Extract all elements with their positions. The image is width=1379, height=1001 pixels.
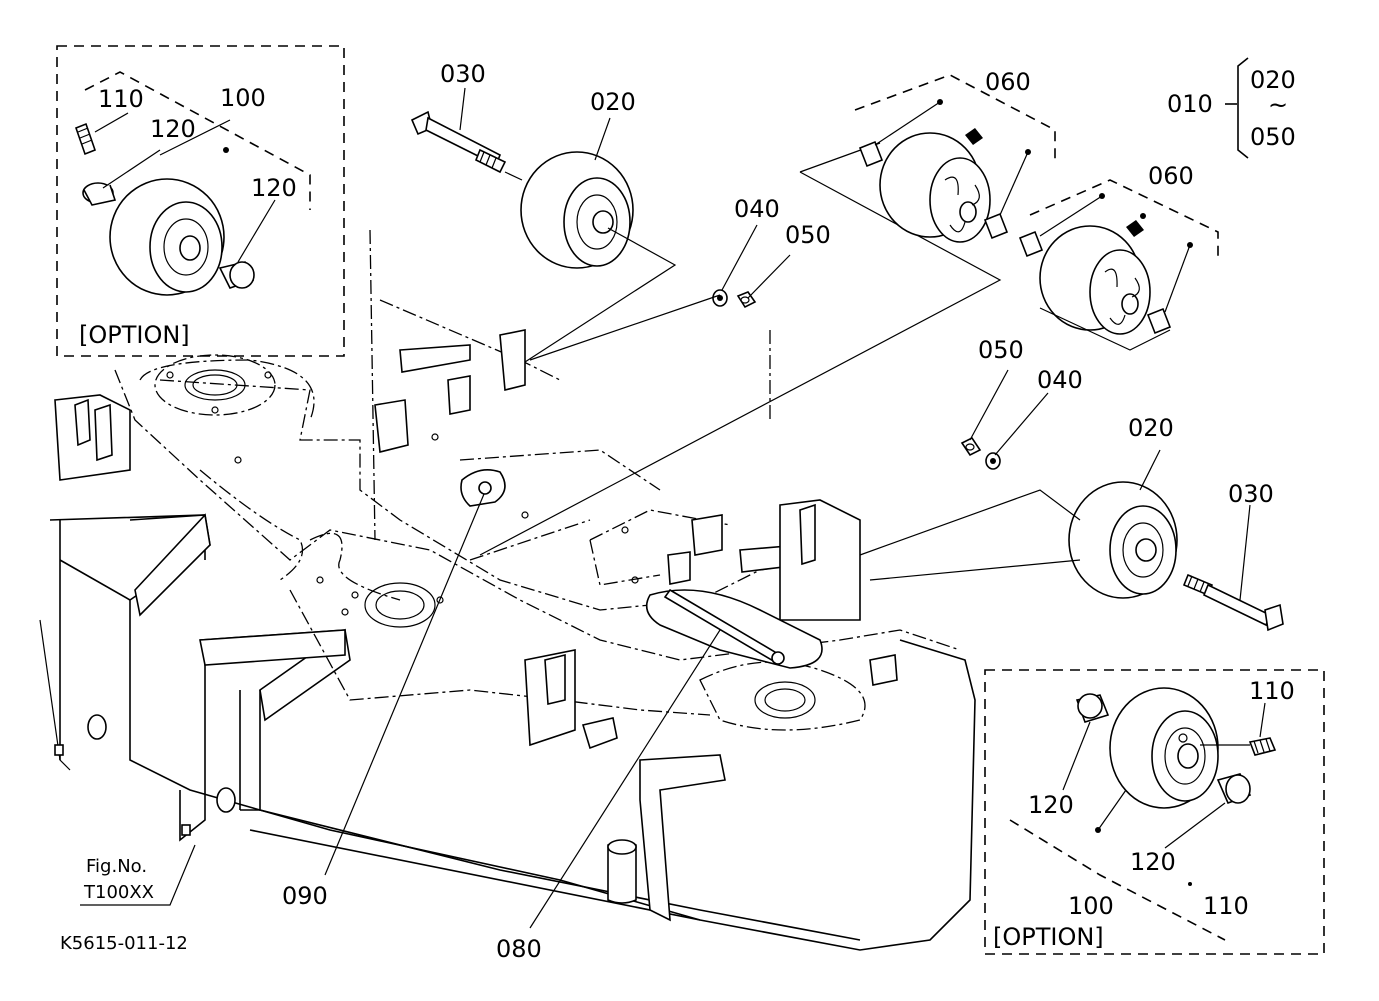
roller-group: 060 060 <box>479 68 1219 556</box>
option-box-left: 110 100 120 120 [OPTION] <box>56 45 345 357</box>
label-010: 010 <box>1167 90 1213 118</box>
label-100-left: 100 <box>220 84 266 112</box>
label-120-left-b: 120 <box>251 174 297 202</box>
label-020-top: 020 <box>590 88 636 116</box>
option-box-right: 110 120 120 100 110 [OPTION] <box>984 669 1325 955</box>
label-020-right: 020 <box>1128 414 1174 442</box>
fig-no-value: T100XX <box>83 882 154 903</box>
drawing-code: K5615-011-12 <box>60 933 188 954</box>
label-100-right: 100 <box>1068 892 1114 920</box>
label-020-assy: 020 <box>1250 66 1296 94</box>
label-120-right-b: 120 <box>1130 848 1176 876</box>
label-050-assy: 050 <box>1250 123 1296 151</box>
label-110-right-a: 110 <box>1249 677 1295 705</box>
label-060-b: 060 <box>1148 162 1194 190</box>
label-040-top: 040 <box>734 195 780 223</box>
label-110-right-b: 110 <box>1203 892 1249 920</box>
label-030-right: 030 <box>1228 480 1274 508</box>
label-080: 080 <box>496 935 542 963</box>
label-110-left: 110 <box>98 85 144 113</box>
figure-reference: Fig.No. T100XX K5615-011-12 <box>60 844 196 954</box>
top-wheel-group: 030 020 040 050 <box>410 60 831 363</box>
label-option-right: [OPTION] <box>993 923 1104 951</box>
fig-no-label: Fig.No. <box>86 856 147 877</box>
label-040-right: 040 <box>1037 366 1083 394</box>
label-050-top: 050 <box>785 221 831 249</box>
bottom-leaders: 090 080 <box>282 493 721 963</box>
label-120-left-a: 120 <box>150 115 196 143</box>
label-060-a: 060 <box>985 68 1031 96</box>
label-tilde: ~ <box>1268 91 1288 119</box>
label-120-right-a: 120 <box>1028 791 1074 819</box>
label-option-left: [OPTION] <box>79 321 190 349</box>
label-090: 090 <box>282 882 328 910</box>
right-wheel-group: 050 040 020 030 <box>859 336 1284 632</box>
assembly-note: 010 020 ~ 050 <box>1167 57 1296 159</box>
label-050-right: 050 <box>978 336 1024 364</box>
label-030-top: 030 <box>440 60 486 88</box>
mower-deck <box>39 229 976 951</box>
